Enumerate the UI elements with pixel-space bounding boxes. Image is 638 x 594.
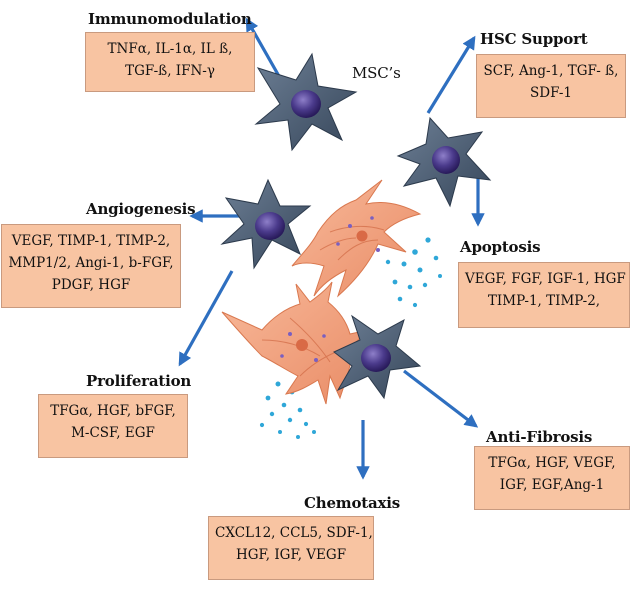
proliferation-title: Proliferation (86, 372, 192, 390)
factor-line: IGF, EGF,Ang-1 (499, 477, 605, 493)
factor-line: TFGα, HGF, VEGF, (488, 455, 616, 471)
factor-line: SDF-1 (530, 85, 572, 101)
arrow-anti-fibrosis (403, 369, 479, 428)
anti-fibrosis-box: TFGα, HGF, VEGF, IGF, EGF,Ang-1 (474, 446, 630, 510)
angiogenesis-title: Angiogenesis (86, 200, 196, 218)
msc-cell-middle-left (220, 178, 312, 270)
factor-line: VEGF, TIMP-1, TIMP-2, (11, 233, 171, 249)
msc-label: MSC’s (352, 64, 401, 82)
factor-line: HGF, IGF, VEGF (235, 547, 347, 563)
factor-line: MMP1/2, Angi-1, b-FGF, (8, 255, 174, 271)
chemotaxis-title: Chemotaxis (304, 494, 400, 512)
factor-line: CXCL12, CCL5, SDF-1, (215, 525, 373, 541)
arrow-hsc-support (426, 35, 476, 114)
msc-cell-upper-right (396, 116, 492, 208)
factor-line: TIMP-1, TIMP-2, (487, 293, 601, 309)
chemotaxis-box: CXCL12, CCL5, SDF-1, HGF, IGF, VEGF (208, 516, 374, 580)
apoptosis-box: VEGF, FGF, IGF-1, HGF TIMP-1, TIMP-2, (458, 262, 630, 328)
proliferation-box: TFGα, HGF, bFGF, M-CSF, EGF (38, 394, 188, 458)
factor-line: TGF-ß, IFN-γ (125, 63, 215, 79)
factor-line: VEGF, FGF, IGF-1, HGF (465, 271, 626, 287)
factor-line: M-CSF, EGF (71, 425, 155, 441)
msc-cell-lower-right (333, 314, 422, 400)
apoptosis-title: Apoptosis (460, 238, 541, 256)
immunomodulation-box: TNFα, IL-1α, IL ß, TGF-ß, IFN-γ (85, 32, 255, 92)
factor-line: PDGF, HGF (51, 277, 131, 293)
secreted-droplets (259, 237, 442, 439)
arrow-proliferation (178, 270, 234, 367)
fibroblast-cell-upper (291, 179, 422, 298)
anti-fibrosis-title: Anti-Fibrosis (486, 428, 593, 446)
immunomodulation-title: Immunomodulation (88, 10, 252, 28)
factor-line: TNFα, IL-1α, IL ß, (107, 41, 233, 57)
msc-cell-top (254, 52, 358, 152)
factor-line: SCF, Ang-1, TGF- ß, (483, 63, 619, 79)
hsc-support-title: HSC Support (480, 30, 588, 48)
hsc-support-box: SCF, Ang-1, TGF- ß, SDF-1 (476, 54, 626, 118)
angiogenesis-box: VEGF, TIMP-1, TIMP-2, MMP1/2, Angi-1, b-… (1, 224, 181, 308)
factor-line: TFGα, HGF, bFGF, (50, 403, 176, 419)
